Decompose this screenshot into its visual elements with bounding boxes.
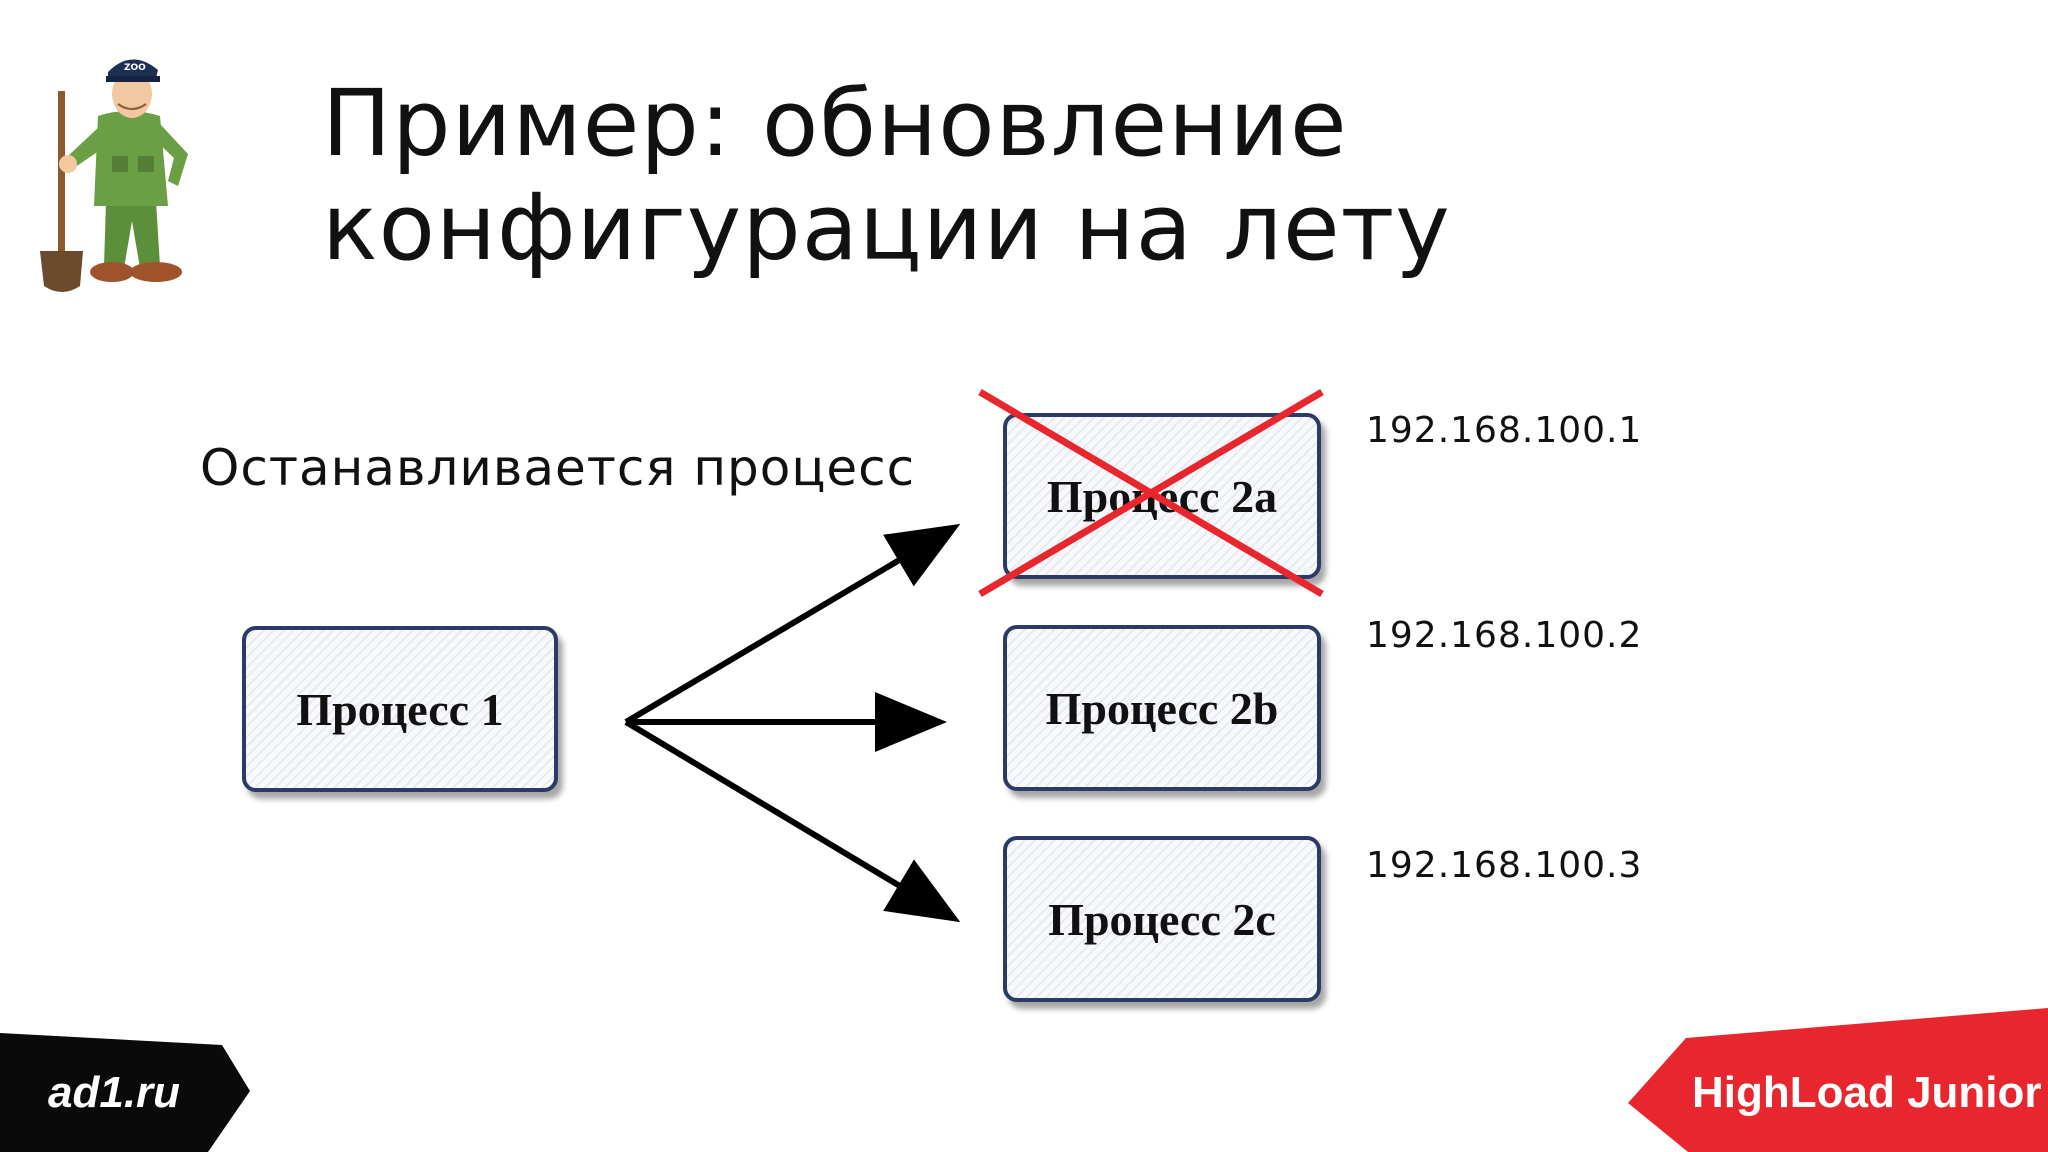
- footer-left-banner: [0, 1033, 250, 1152]
- ip-label-2c: 192.168.100.3: [1366, 845, 1643, 886]
- slide-title-line1: Пример: обновление: [322, 70, 1348, 177]
- zookeeper-mascot-icon: ZOO: [40, 59, 188, 292]
- arrow-to-process-2a: [624, 523, 961, 725]
- diagram-caption: Останавливается процесс: [200, 439, 916, 497]
- process-1-label: Процесс 1: [296, 683, 504, 735]
- process-2c-label: Процесс 2c: [1048, 893, 1276, 945]
- process-2c-box: Процесс 2c: [1003, 836, 1321, 1002]
- arrow-to-process-2c: [624, 719, 961, 923]
- footer-right-banner: [1628, 1008, 2048, 1152]
- footer-left-brand: ad1.ru: [48, 1068, 181, 1117]
- process-2b-label: Процесс 2b: [1045, 682, 1279, 734]
- process-1-box: Процесс 1: [242, 626, 558, 792]
- slide-title: Пример: обновление конфигурации на лету: [322, 72, 1451, 280]
- process-2a-label: Процесс 2a: [1046, 470, 1278, 522]
- footer-right-brand: HighLoad Junior: [1692, 1068, 2042, 1117]
- svg-text:ZOO: ZOO: [124, 63, 146, 73]
- ip-label-2a: 192.168.100.1: [1366, 410, 1643, 451]
- process-2b-box: Процесс 2b: [1003, 625, 1321, 791]
- process-2a-box: Процесс 2a: [1003, 413, 1321, 579]
- slide-title-line2: конфигурации на лету: [322, 174, 1451, 281]
- ip-label-2b: 192.168.100.2: [1366, 615, 1643, 656]
